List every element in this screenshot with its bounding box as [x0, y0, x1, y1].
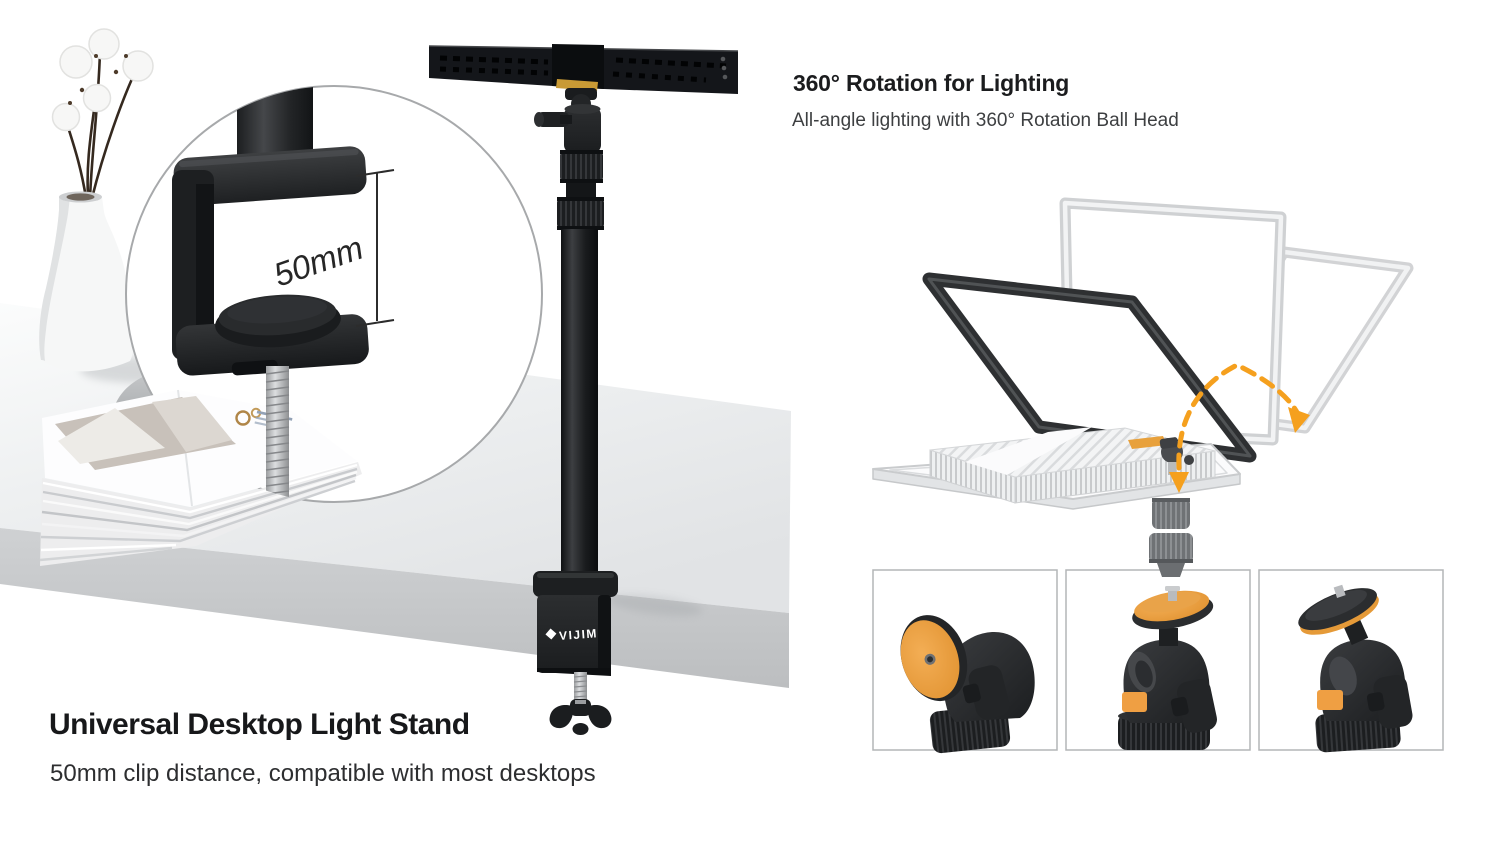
ring-large [235, 410, 251, 426]
collar2-rim-bottom [557, 226, 604, 230]
clamp-logo-text: VIJIM [559, 626, 599, 643]
rotation-arc-arrow-icon [1169, 362, 1310, 493]
housing-top [564, 104, 601, 114]
collar2-rim-top [557, 197, 604, 201]
clamp-screw [574, 672, 587, 703]
panel-vent-slots [439, 55, 727, 83]
cotton-balls [51, 28, 154, 132]
inset-screw-threads [265, 370, 290, 495]
ball-head-disc-facing-left [900, 615, 1035, 754]
inset-screw-rod [266, 366, 289, 498]
orange-label [1122, 692, 1147, 712]
plate-highlight [179, 148, 359, 168]
stand-pole [561, 229, 598, 574]
locking-collar-1 [560, 150, 603, 183]
vase-with-cotton [39, 28, 154, 372]
left-feature-title: Universal Desktop Light Stand [49, 708, 470, 741]
orange-label [1317, 690, 1343, 710]
inset-clamp-back-arm-inner [196, 184, 214, 350]
clamp-plate-highlight [537, 573, 614, 578]
clamp-shadow [607, 594, 703, 616]
right-feature-subtitle: All-angle lighting with 360° Rotation Ba… [792, 110, 1179, 131]
measure-annotation [355, 169, 395, 327]
light-stand-product: VIJIM [428, 44, 739, 735]
ball-housing [564, 107, 601, 153]
clamp-t-knob [549, 699, 612, 735]
t-knob-cap [534, 112, 544, 127]
magazine-photo-drape2 [152, 396, 232, 452]
vase-mouth-opening [66, 193, 95, 201]
lying-panel-band [965, 427, 1092, 475]
panel-port-dots [720, 56, 728, 80]
lying-panel-accent [1128, 436, 1167, 449]
t-knob-stem [560, 115, 572, 124]
cotton-seeds [68, 54, 128, 105]
clamp-logo: VIJIM [545, 626, 599, 643]
ball-head-tilted [1298, 584, 1413, 753]
cotton-stems [64, 50, 138, 200]
right-feature-title: 360° Rotation for Lighting [793, 70, 1070, 96]
ball-head-upright [1118, 586, 1217, 750]
locking-collar-2 [557, 197, 604, 230]
magazine-page-edges [39, 463, 358, 562]
clamp-body [537, 595, 611, 673]
desk-scene: 50mm [0, 28, 791, 735]
magazine-photo-drape1 [58, 408, 165, 464]
left-feature-subtitle: 50mm clip distance, compatible with most… [50, 760, 596, 787]
down-arrow-icon [1169, 472, 1189, 493]
collar1-rim-bottom [560, 179, 603, 183]
clamp-screw-threads [573, 675, 588, 698]
vijim-diamond-icon [545, 628, 557, 640]
collar1-rim-top [560, 150, 603, 154]
clamp-body-side [598, 595, 611, 673]
tilted-light-panel [922, 272, 1257, 463]
ghost-ball-head-stem [1149, 498, 1193, 577]
collar-neck [566, 183, 596, 198]
inset-clamp-pad [215, 294, 341, 348]
thumbnail-row [872, 498, 1444, 754]
panel-mount-bracket [552, 44, 604, 89]
vase-shading [39, 197, 70, 361]
rotation-illustration [872, 197, 1414, 510]
